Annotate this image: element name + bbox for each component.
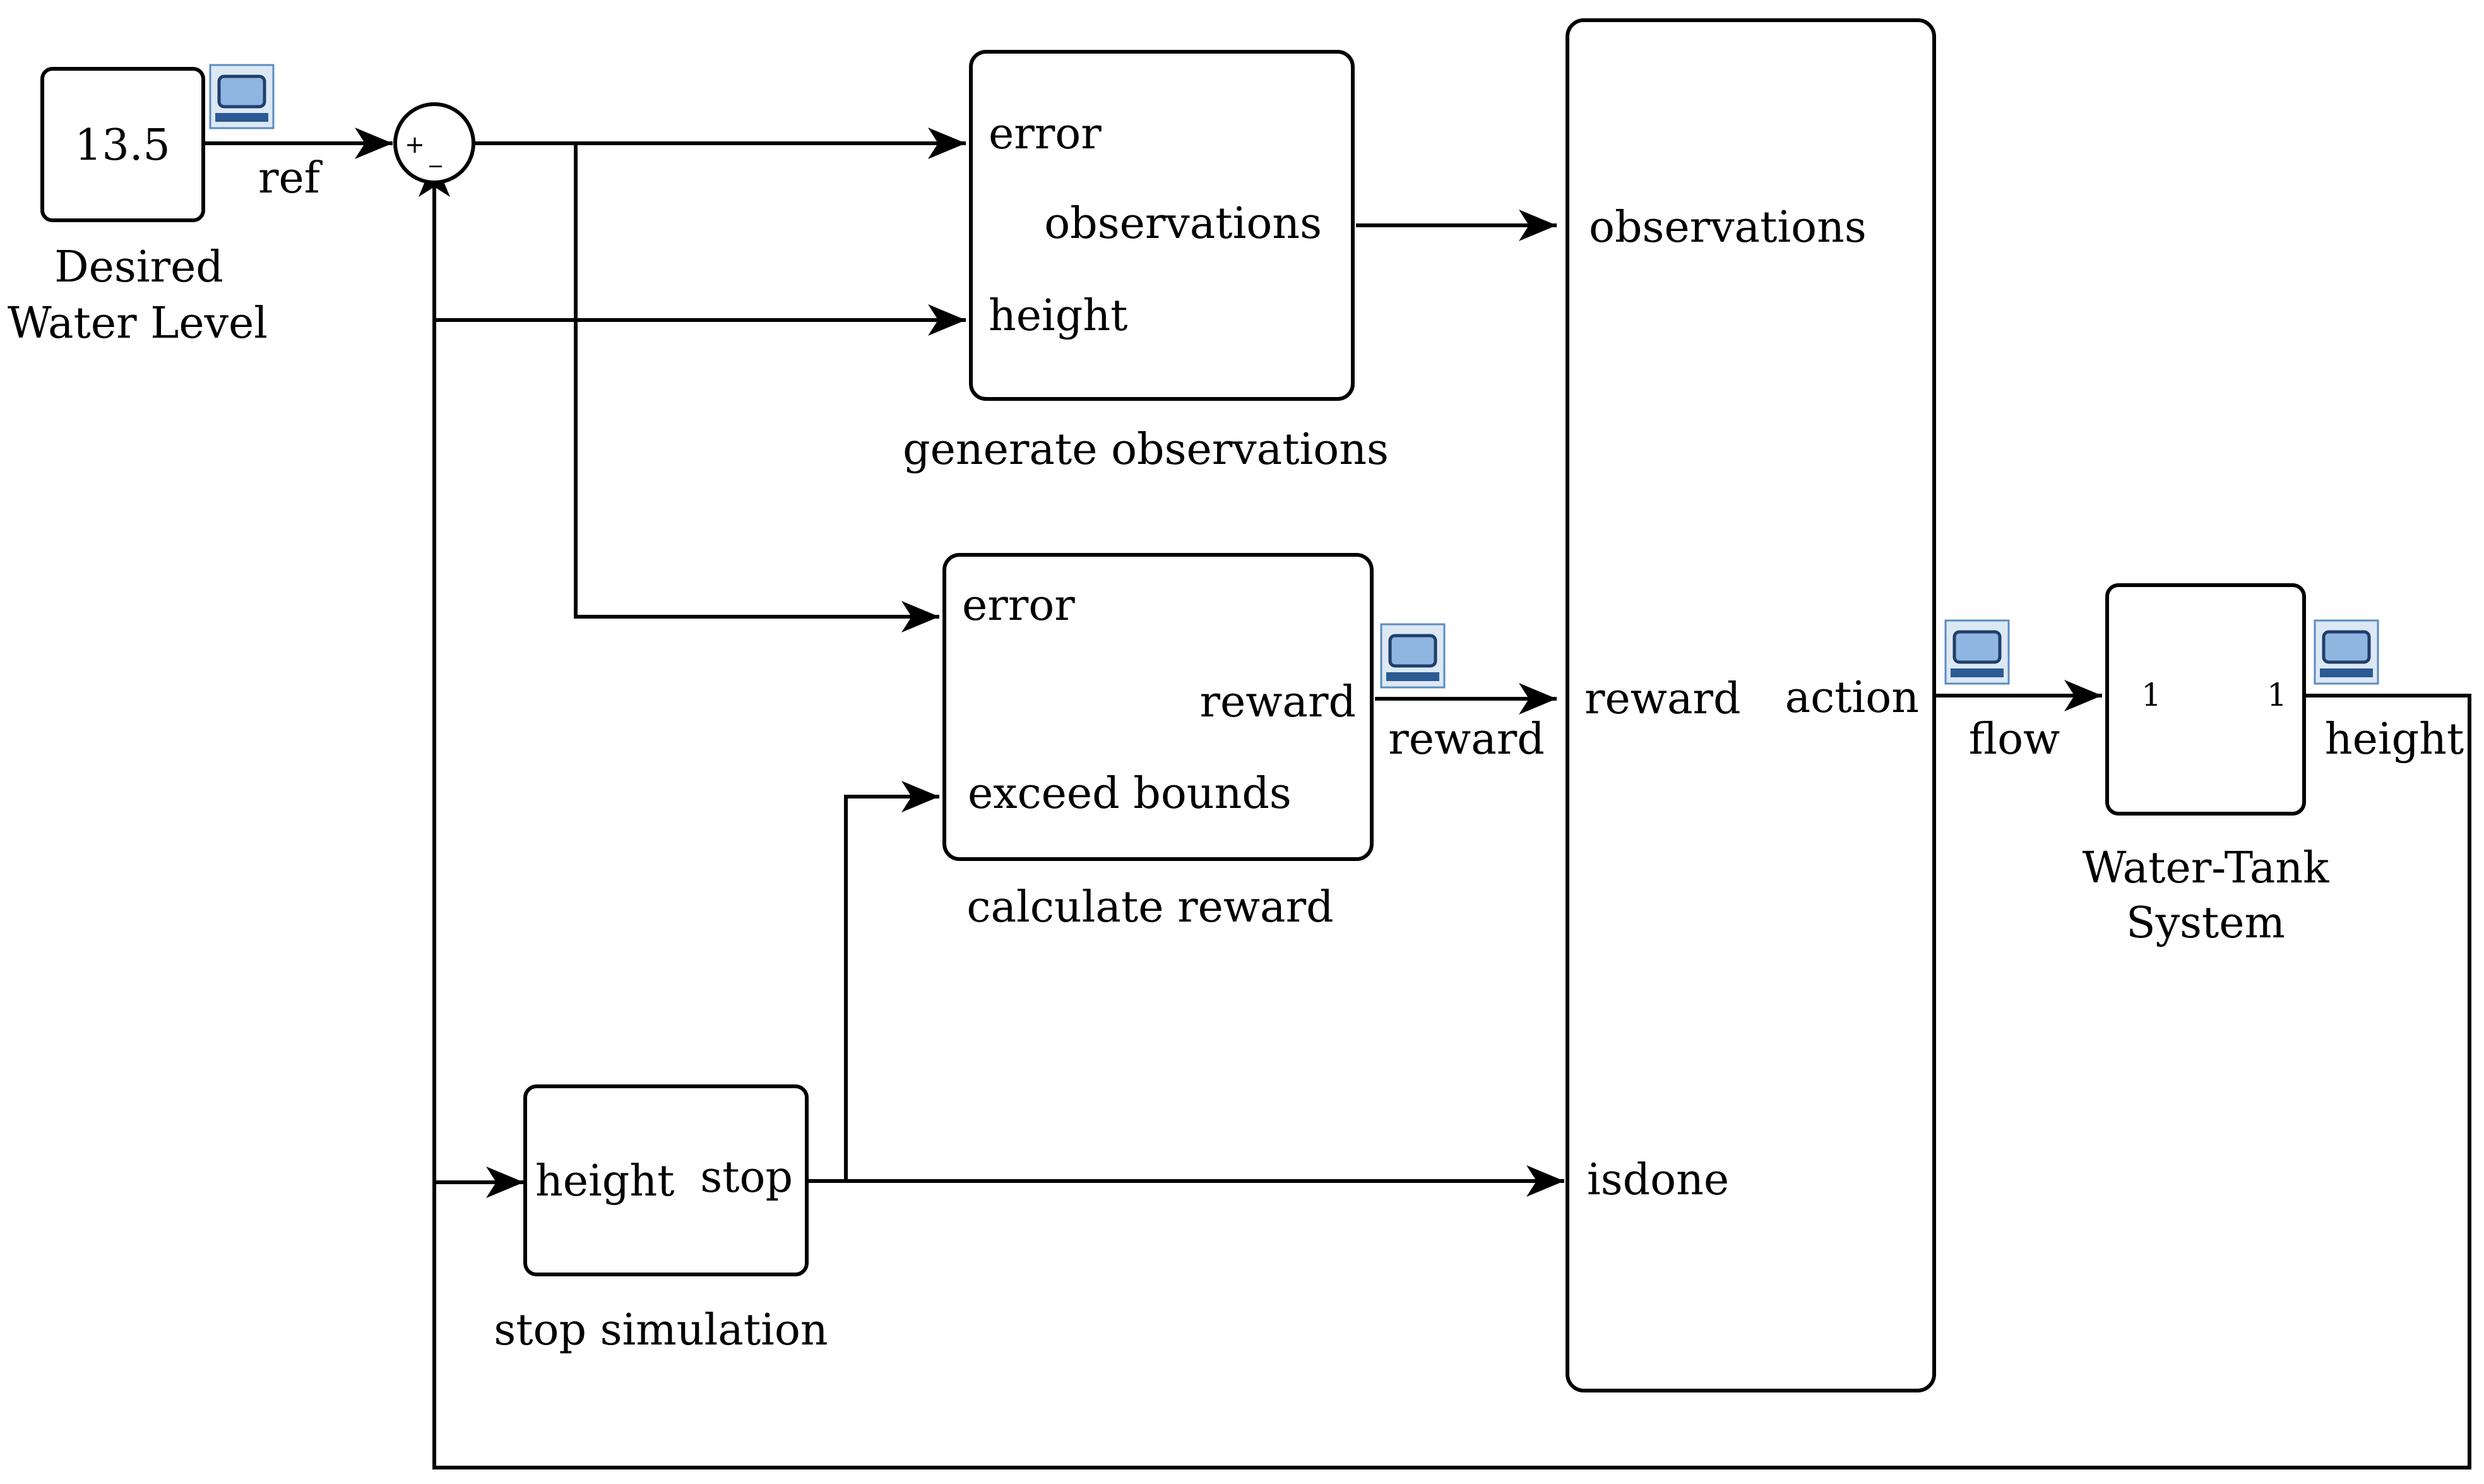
stop-sim-stop-port: stop — [700, 1153, 793, 1202]
scope-icon[interactable] — [209, 64, 275, 129]
gen-obs-observations-port: observations — [1044, 199, 1322, 249]
calculate-reward-block[interactable]: error reward exceed bounds — [942, 553, 1374, 861]
agent-block[interactable]: observations reward action isdone — [1566, 18, 1936, 1392]
height-signal-label: height — [2325, 715, 2464, 764]
agent-observations-port: observations — [1589, 203, 1867, 252]
water-tank-label-line2: System — [2126, 898, 2285, 948]
agent-isdone-port: isdone — [1587, 1155, 1729, 1205]
generate-observations-label: generate observations — [903, 425, 1389, 475]
ref-signal-label: ref — [258, 153, 323, 203]
water-tank-label-line1: Water-Tank — [2083, 843, 2330, 893]
stop-simulation-label: stop simulation — [494, 1305, 828, 1355]
water-tank-in-port: 1 — [2141, 677, 2161, 713]
exceed-bounds-line — [844, 781, 939, 1181]
calc-reward-error-port: error — [962, 581, 1075, 631]
agent-action-port: action — [1785, 673, 1919, 723]
stop-simulation-block[interactable]: height stop — [523, 1084, 809, 1276]
scope-icon[interactable] — [1944, 619, 2010, 685]
calc-reward-exceed-port: exceed bounds — [968, 769, 1292, 819]
height-feedback-line — [419, 159, 2471, 1469]
sum-block[interactable]: + _ — [393, 102, 475, 184]
sum-minus-sign: _ — [429, 139, 443, 167]
constant-label-line2: Water Level — [8, 299, 268, 348]
water-tank-system-block[interactable]: 1 1 — [2105, 583, 2306, 816]
agent-reward-port: reward — [1584, 674, 1741, 724]
stop-sim-height-port: height — [535, 1156, 674, 1206]
calc-reward-reward-port: reward — [1199, 677, 1356, 727]
sum-plus-sign: + — [405, 131, 425, 158]
gen-obs-height-port: height — [989, 291, 1127, 341]
error-branch-line — [574, 143, 939, 632]
flow-signal-label: flow — [1969, 715, 2060, 764]
scope-icon[interactable] — [2314, 619, 2379, 685]
constant-label-line1: Desired — [54, 242, 223, 292]
calculate-reward-label: calculate reward — [966, 882, 1333, 932]
constant-value: 13.5 — [74, 121, 170, 170]
generate-observations-block[interactable]: error observations height — [969, 50, 1355, 401]
gen-obs-error-port: error — [989, 109, 1102, 159]
desired-water-level-block[interactable]: 13.5 Desired Water Level — [8, 67, 268, 348]
water-tank-out-port: 1 — [2267, 677, 2287, 713]
reward-signal-label: reward — [1388, 715, 1545, 764]
signal-lines — [203, 128, 2471, 1469]
scope-icon[interactable] — [1380, 623, 1446, 689]
